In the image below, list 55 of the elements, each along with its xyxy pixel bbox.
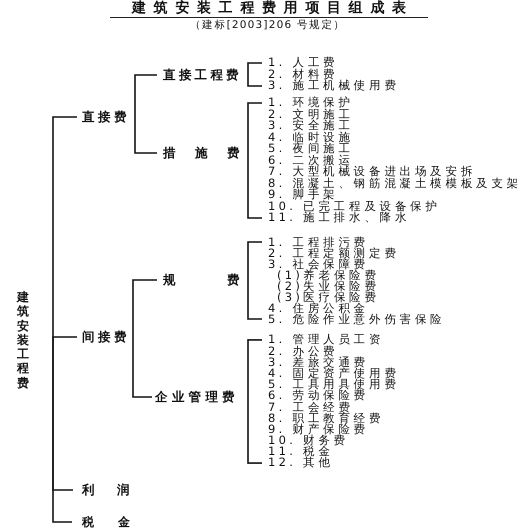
- list-item: 1. 人工费: [268, 57, 338, 69]
- list-item: 8. 混凝土、钢筋混凝土模模板及支架: [268, 178, 520, 190]
- category-label: 利润: [82, 482, 130, 498]
- list-item: 2. 办公费: [268, 346, 338, 357]
- list-item: 5. 夜间施工: [268, 143, 354, 155]
- list-item: 4. 住房公积金: [268, 302, 370, 314]
- list-item: 3. 施工机械使用费: [268, 80, 400, 92]
- category-label: 直接工程费: [163, 68, 239, 82]
- bracket-connector: [132, 279, 157, 337]
- category-label: 税金: [82, 515, 130, 529]
- list-item: 3. 安全施工: [268, 120, 354, 132]
- list-item: 3. 社会保障费: [268, 258, 370, 270]
- list-item: 7. 大型机械设备进出场及安拆: [268, 166, 476, 178]
- bracket-connector: [134, 74, 157, 117]
- title: 建筑安装工程费用项目组成表: [132, 0, 406, 17]
- list-item: (3)医疗保险费: [277, 292, 380, 302]
- bracket-connector: [247, 241, 263, 320]
- vertical-label: 建筑安装工程费: [17, 290, 29, 390]
- list-item: 4. 临时设施: [268, 132, 354, 144]
- bracket-connector: [52, 336, 77, 340]
- list-item: 3. 差旅交通费: [268, 356, 370, 368]
- list-item: (2)失业保险费: [277, 280, 380, 292]
- bracket-connector: [247, 102, 263, 219]
- list-item: 11. 税金: [268, 446, 334, 458]
- bracket-connector: [247, 62, 263, 87]
- category-label: 直接费: [82, 110, 127, 124]
- list-item: 10. 财务费: [268, 435, 350, 446]
- subtitle: （建标[2003]206 号规定）: [190, 19, 346, 32]
- list-item: 4. 固定资产使用费: [268, 368, 400, 380]
- category-label: 规费: [163, 272, 240, 288]
- bracket-connector: [52, 340, 72, 523]
- list-item: 2. 材料费: [268, 68, 338, 80]
- list-item: 8. 职工教育经费: [268, 412, 384, 424]
- category-label: 企业管理费: [155, 390, 235, 404]
- bracket-connector: [132, 337, 152, 398]
- list-item: 10. 已完工程及设备保护: [268, 200, 441, 212]
- category-label: 间接费: [82, 330, 127, 344]
- list-item: 9. 脚手架: [268, 189, 338, 201]
- list-item: 9. 财产保险费: [268, 424, 370, 436]
- list-item: 7. 工会经费: [268, 402, 354, 413]
- list-item: 12. 其他: [268, 457, 334, 469]
- list-item: 2. 文明施工: [268, 108, 354, 120]
- list-item: 11. 施工排水、降水: [268, 212, 410, 224]
- list-item: 2. 工程定额测定费: [268, 248, 400, 258]
- list-item: 6. 二次搬运: [268, 154, 354, 166]
- list-item: 5. 工具用具使用费: [268, 379, 400, 390]
- list-item: (1)养老保险费: [277, 270, 380, 280]
- list-item: 6. 劳动保险费: [268, 390, 370, 402]
- bracket-connector: [134, 117, 157, 154]
- list-item: 1. 工程排污费: [268, 236, 370, 248]
- category-label: 措施费: [163, 146, 240, 160]
- list-item: 1. 管理人员工资: [268, 334, 384, 346]
- bracket-connector: [247, 339, 263, 464]
- list-item: 5. 危险作业意外伤害保险: [268, 314, 446, 324]
- list-item: 1. 环境保护: [268, 97, 354, 109]
